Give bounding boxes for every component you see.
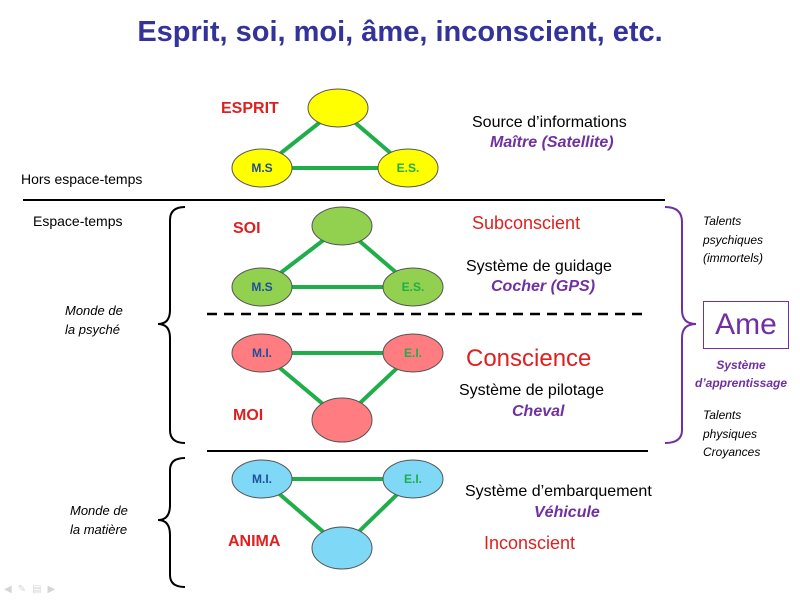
esprit-top-node — [307, 88, 369, 128]
moi-mi-node — [231, 333, 293, 373]
soi-role: Cocher (GPS) — [491, 278, 596, 295]
soi-es-node — [382, 267, 444, 307]
esprit-desc: Source d’informations — [472, 114, 627, 131]
moi-ei-node — [382, 333, 444, 373]
moi-triangle: M.I. E.I. — [231, 333, 444, 443]
soi-top-node — [311, 206, 373, 246]
anima-mi-node — [231, 459, 293, 499]
soi-ms-node — [231, 267, 293, 307]
soi-ms-label: M.S — [251, 280, 272, 294]
esprit-role: Maître (Satellite) — [490, 134, 614, 151]
esprit-triangle: M.S E.S. — [231, 88, 439, 188]
esprit-ms-node — [231, 148, 293, 188]
esprit-ms-label: M.S — [251, 161, 272, 175]
talents-top-line2: psychiques — [703, 232, 764, 247]
brace-monde-matiere — [157, 457, 186, 588]
anima-triangle: M.I. E.I. — [231, 459, 444, 570]
hors-espace-temps-label: Hors espace-temps — [21, 171, 143, 187]
esprit-es-node — [377, 148, 439, 188]
anima-ei-node — [382, 459, 444, 499]
brace-ame — [664, 206, 697, 444]
anima-name: ANIMA — [228, 533, 281, 550]
talents-bottom-line3: Croyances — [703, 445, 761, 460]
espace-temps-label: Espace-temps — [33, 213, 123, 229]
anima-ei-label: E.I. — [404, 472, 422, 486]
moi-ei-label: E.I. — [404, 346, 422, 360]
brace-monde-psyche — [157, 206, 186, 444]
next-slide-icon[interactable]: ▶ — [47, 584, 56, 595]
anima-mi-label: M.I. — [252, 472, 272, 486]
prev-slide-icon[interactable]: ◀ — [4, 584, 12, 595]
talents-top-line1: Talents — [703, 214, 742, 228]
moi-state: Conscience — [466, 345, 592, 372]
soi-es-label: E.S. — [402, 280, 425, 294]
talents-top: Talents psychiques (immortels) — [703, 212, 763, 268]
esprit-name: ESPRIT — [221, 100, 279, 117]
esprit-es-label: E.S. — [397, 161, 420, 175]
moi-mi-label: M.I. — [252, 346, 272, 360]
slideshow-toolbar: ◀ ✎ ▤ ▶ — [4, 584, 55, 595]
anima-state: Inconscient — [484, 533, 576, 553]
moi-desc: Système de pilotage — [459, 382, 604, 399]
pen-icon[interactable]: ✎ — [17, 584, 27, 595]
monde-matiere-line1: Monde de — [70, 503, 128, 518]
talents-bottom-line2: physiques — [703, 426, 758, 441]
ame-sub-line2: d’apprentissage — [694, 376, 788, 390]
talents-bottom: Talents physiques Croyances — [703, 406, 760, 462]
anima-role: Véhicule — [534, 504, 600, 521]
moi-name: MOI — [233, 407, 264, 424]
monde-psyche-line1: Monde de — [65, 303, 123, 318]
anima-bottom-node — [311, 526, 373, 570]
talents-top-line3: (immortels) — [703, 251, 763, 266]
monde-psyche-line2: la psyché — [65, 322, 120, 337]
anima-desc: Système d’embarquement — [465, 483, 652, 500]
ame-box: Ame — [703, 301, 789, 349]
soi-state: Subconscient — [472, 213, 581, 233]
soi-desc: Système de guidage — [466, 258, 612, 275]
monde-matiere-line2: la matière — [70, 522, 128, 537]
soi-name: SOI — [233, 220, 261, 237]
soi-triangle: M.S E.S. — [231, 206, 444, 307]
moi-bottom-node — [311, 397, 373, 443]
menu-icon[interactable]: ▤ — [32, 584, 42, 595]
moi-role: Cheval — [512, 403, 565, 420]
talents-bottom-line1: Talents — [703, 408, 742, 422]
slide-title: Esprit, soi, moi, âme, inconscient, etc. — [137, 16, 663, 48]
ame-sub-line1: Système — [716, 358, 766, 372]
